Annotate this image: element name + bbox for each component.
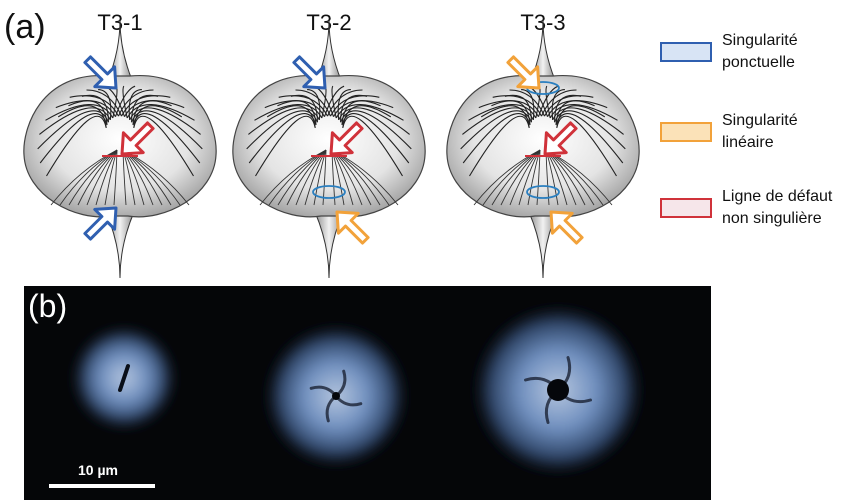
structure-t3-3 [446,19,640,279]
panel-b-label: (b) [28,288,68,324]
panel-a-diagram [23,19,640,279]
arrow-bottom-orange [549,210,584,245]
arrow-center-red [543,121,578,156]
arrow-bottom-orange [335,210,370,245]
arrow-top-blue [292,55,327,90]
arrow-top-orange [506,55,541,90]
legend-swatch-point-singularity [660,42,712,62]
arrow-center-red [329,121,364,156]
legend-swatch-line-singularity [660,122,712,142]
scale-bar-label: 10 µm [78,462,118,478]
panel-a-label: (a) [4,8,46,46]
structure-t3-2 [232,19,426,279]
micrograph-spot-1 [72,326,176,430]
legend-swatch-nonsingular-defect-line [660,198,712,218]
arrow-center-red [120,121,155,156]
scale-bar [49,484,155,488]
arrow-top-blue [83,55,118,90]
panel-b-micrograph: (b) 10 µm [24,286,711,500]
structure-t3-1 [23,19,217,279]
arrow-bottom-blue [83,206,118,241]
micrograph-spot-3 [472,304,644,476]
micrograph-spot-2 [264,324,408,468]
micrograph-image [72,304,644,476]
